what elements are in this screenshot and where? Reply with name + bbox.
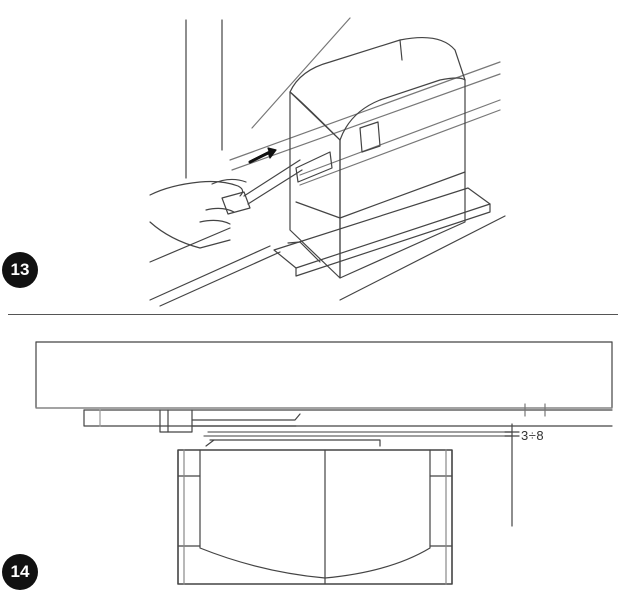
gate-post [185,19,223,179]
rack-bracket [159,409,301,433]
motor-housing [289,37,466,279]
pull-direction-arrow [248,147,277,164]
clearance-dimension-label: 3÷8 [521,428,545,443]
step-number-badge: 13 [2,252,38,288]
step-13-panel: 13 [2,17,506,307]
gear-rack [83,403,613,427]
step-14-panel: 14 [0,316,621,597]
floor-lines [149,215,506,307]
gate-leaf [35,341,613,409]
panel-divider [8,314,618,315]
step-number-badge: 14 [2,554,38,590]
hand [149,178,247,249]
dimension-line [504,423,520,527]
motor-housing-top-view [177,449,453,585]
pinion-gear [203,431,513,447]
release-lever [295,121,381,183]
step-14-illustration [35,341,613,585]
base-plate [273,187,491,277]
step-13-illustration [149,17,506,307]
gate-rack [229,17,501,186]
